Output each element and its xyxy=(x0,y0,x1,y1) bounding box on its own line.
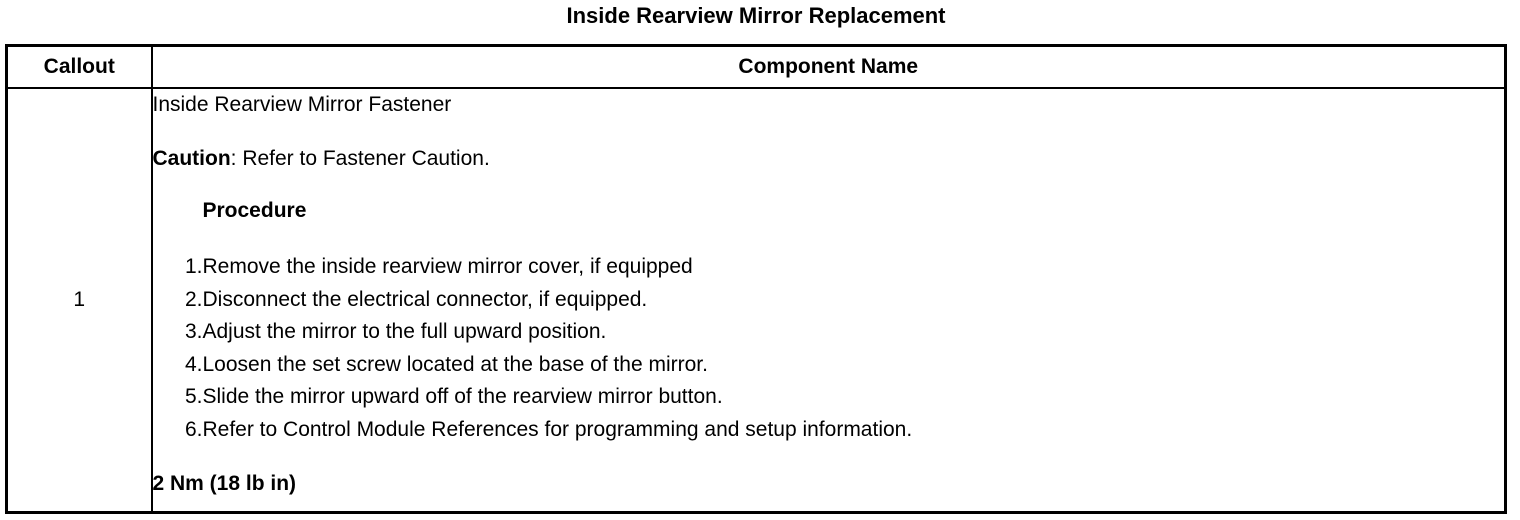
list-item: 1.Remove the inside rearview mirror cove… xyxy=(153,251,1505,284)
list-item: 3.Adjust the mirror to the full upward p… xyxy=(153,316,1505,349)
step-number: 4. xyxy=(184,352,203,376)
caution-text: : Refer to Fastener Caution. xyxy=(230,147,490,170)
list-item: 5.Slide the mirror upward off of the rea… xyxy=(153,381,1505,414)
step-text: Refer to Control Module References for p… xyxy=(202,417,913,441)
torque-spec: 2 Nm (18 lb in) xyxy=(152,472,297,495)
step-text: Disconnect the electrical connector, if … xyxy=(202,287,648,311)
component-table: Callout Component Name 1 Inside Rearview… xyxy=(5,44,1507,514)
step-number: 5. xyxy=(184,385,203,408)
step-text: Slide the mirror upward off of the rearv… xyxy=(202,385,723,408)
step-number: 6. xyxy=(184,417,203,441)
list-item: 2.Disconnect the electrical connector, i… xyxy=(153,284,1505,317)
step-text: Remove the inside rearview mirror cover,… xyxy=(202,255,693,278)
list-item: 4.Loosen the set screw located at the ba… xyxy=(153,349,1505,382)
step-text: Loosen the set screw located at the base… xyxy=(202,352,708,376)
column-header-callout: Callout xyxy=(5,44,153,89)
table-header-row: Callout Component Name xyxy=(5,44,1507,89)
step-text: Adjust the mirror to the full upward pos… xyxy=(202,320,607,343)
step-number: 1. xyxy=(184,255,203,278)
list-item: 6.Refer to Control Module References for… xyxy=(153,414,1505,447)
caution-note: Caution: Refer to Fastener Caution. xyxy=(153,143,1505,175)
procedure-steps: 1.Remove the inside rearview mirror cove… xyxy=(153,251,1505,446)
document-title: Inside Rearview Mirror Replacement xyxy=(566,3,946,28)
callout-cell: 1 xyxy=(5,87,153,514)
table-row: 1 Inside Rearview Mirror Fastener Cautio… xyxy=(5,87,1507,514)
step-number: 3. xyxy=(184,320,203,343)
step-number: 2. xyxy=(184,287,203,311)
component-cell: Inside Rearview Mirror Fastener Caution:… xyxy=(150,87,1507,514)
procedure-title: Procedure xyxy=(202,199,307,222)
component-name: Inside Rearview Mirror Fastener xyxy=(152,93,452,116)
caution-label: Caution xyxy=(152,147,231,170)
column-header-component-name: Component Name xyxy=(150,44,1507,89)
